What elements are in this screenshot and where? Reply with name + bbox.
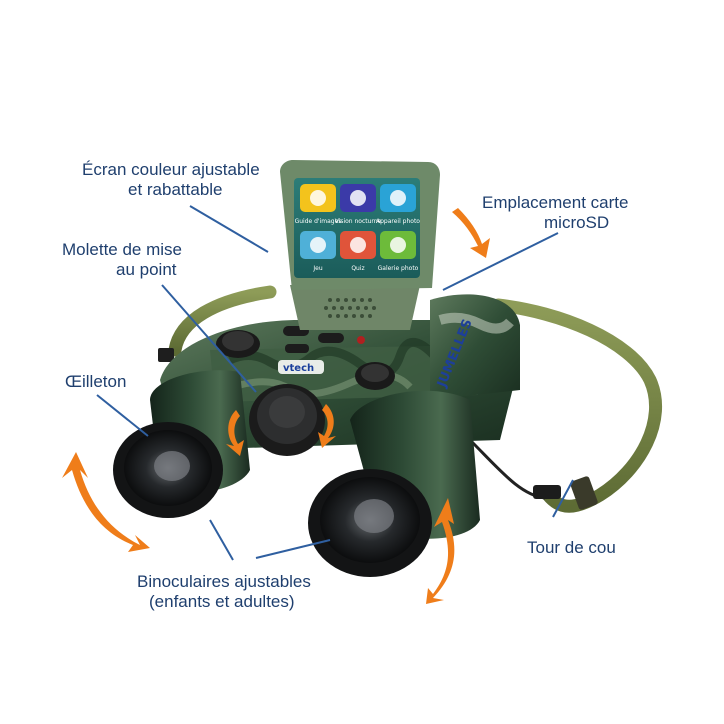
callout-sd-line2: microSD bbox=[544, 213, 610, 232]
screen-tile-label: Guide d'images bbox=[295, 218, 342, 225]
question-icon-glyph bbox=[350, 237, 366, 253]
callout-sd: Emplacement carte microSD bbox=[482, 193, 628, 233]
callout-strap-line1: Tour de cou bbox=[527, 538, 616, 557]
orange-arrows bbox=[62, 208, 490, 604]
callout-focus-line2: au point bbox=[116, 260, 177, 279]
screen-tile: Guide d'images bbox=[295, 184, 342, 225]
callout-focus-line1: Molette de mise bbox=[62, 240, 182, 259]
screen-tile-label: Quiz bbox=[351, 265, 364, 272]
focus-right-arrow bbox=[318, 404, 336, 448]
leader-lines bbox=[96, 205, 574, 561]
screen-tile: Vision nocturne bbox=[335, 184, 382, 225]
callout-eyecup-line1: Œilleton bbox=[65, 372, 127, 391]
callout-strap: Tour de cou bbox=[527, 538, 616, 558]
guide-icon-glyph bbox=[310, 190, 326, 206]
callout-focus: Molette de mise au point bbox=[62, 240, 182, 280]
screen-tile-label: Vision nocturne bbox=[335, 218, 382, 225]
callout-sd-line1: Emplacement carte bbox=[482, 193, 629, 212]
gamepad-icon-glyph bbox=[310, 237, 326, 253]
callout-adjust: Binoculaires ajustables (enfants et adul… bbox=[137, 572, 311, 612]
screen-base bbox=[290, 285, 420, 330]
callout-screen: Écran couleur ajustable et rabattable bbox=[82, 160, 260, 200]
camera-icon-glyph bbox=[390, 190, 406, 206]
sd-arrow bbox=[452, 208, 490, 258]
screen-tile: Appareil photo bbox=[376, 184, 420, 225]
control-buttons: vtech bbox=[216, 326, 395, 390]
gallery-icon-glyph bbox=[390, 237, 406, 253]
focus-wheel bbox=[249, 384, 325, 456]
screen-tile-label: Galerie photo bbox=[378, 265, 419, 272]
focus-left-arrow bbox=[226, 410, 244, 456]
callout-adjust-line1: Binoculaires ajustables bbox=[137, 572, 311, 591]
vtech-logo: vtech bbox=[283, 363, 314, 374]
neck-strap bbox=[158, 285, 663, 513]
callout-adjust-line2: (enfants et adultes) bbox=[149, 592, 295, 611]
screen-tile: Quiz bbox=[340, 231, 376, 272]
left-eyecup bbox=[113, 422, 223, 518]
left-adjust-arrow bbox=[62, 452, 150, 552]
screen-tile-label: Jeu bbox=[312, 265, 322, 272]
moon-icon-glyph bbox=[350, 190, 366, 206]
screen-tile-label: Appareil photo bbox=[376, 218, 420, 225]
callout-eyecup: Œilleton bbox=[65, 372, 126, 392]
screen-tile: Galerie photo bbox=[378, 231, 419, 272]
right-adjust-arrow bbox=[426, 498, 455, 604]
callout-screen-line2: et rabattable bbox=[128, 180, 223, 199]
screen-tile: Jeu bbox=[300, 231, 336, 272]
right-eyecup bbox=[308, 469, 432, 577]
callout-screen-line1: Écran couleur ajustable bbox=[82, 160, 260, 179]
